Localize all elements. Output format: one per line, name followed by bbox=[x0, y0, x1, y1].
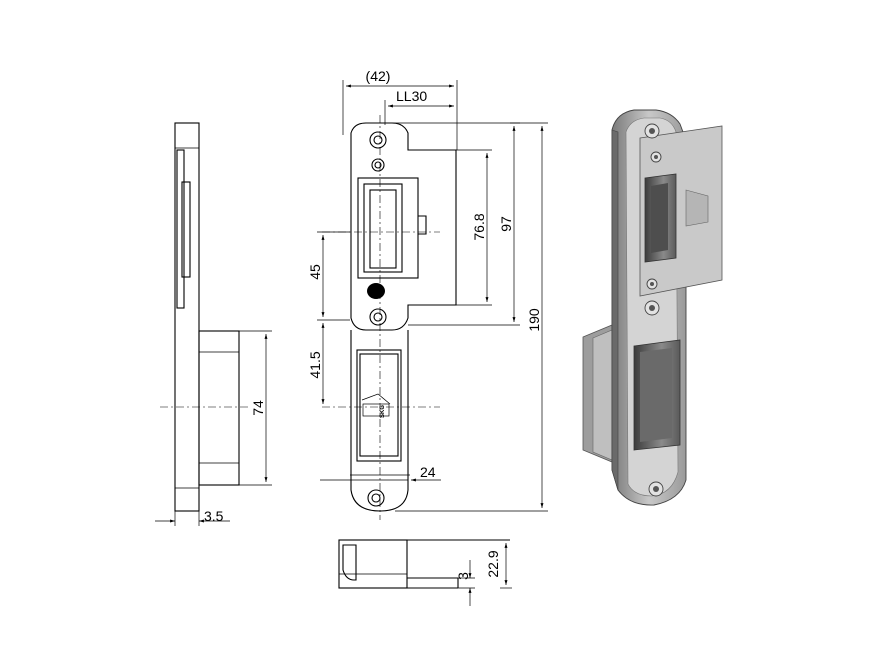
dim-97-label: 97 bbox=[498, 216, 514, 232]
screw-hole-top bbox=[369, 131, 387, 149]
bottom-view: 3 22.9 bbox=[338, 539, 512, 606]
skg-logo: SKG bbox=[361, 393, 391, 418]
dim-22-9-label: 22.9 bbox=[485, 550, 501, 577]
side-view: 74 3.5 bbox=[155, 122, 272, 526]
dim-74-label: 74 bbox=[250, 400, 266, 416]
screw-hole-bottom bbox=[367, 489, 385, 507]
dim-45-label: 45 bbox=[307, 264, 323, 280]
dim-3-label: 3 bbox=[455, 572, 471, 580]
product-3d-render bbox=[582, 109, 723, 506]
front-view: SKG (42) LL30 76.8 97 190 bbox=[307, 68, 548, 520]
dim-76-8-label: 76.8 bbox=[471, 213, 487, 240]
screw-hole-filled bbox=[367, 283, 385, 299]
svg-text:SKG: SKG bbox=[380, 405, 386, 418]
dim-42-label: (42) bbox=[366, 68, 391, 84]
dim-3-5-label: 3.5 bbox=[204, 508, 224, 524]
dim-24-label: 24 bbox=[420, 464, 436, 480]
dim-41-5-label: 41.5 bbox=[307, 351, 323, 378]
screw-hole-mid bbox=[369, 308, 387, 326]
dim-190-label: 190 bbox=[526, 308, 542, 332]
dim-ll30-label: LL30 bbox=[396, 88, 427, 104]
